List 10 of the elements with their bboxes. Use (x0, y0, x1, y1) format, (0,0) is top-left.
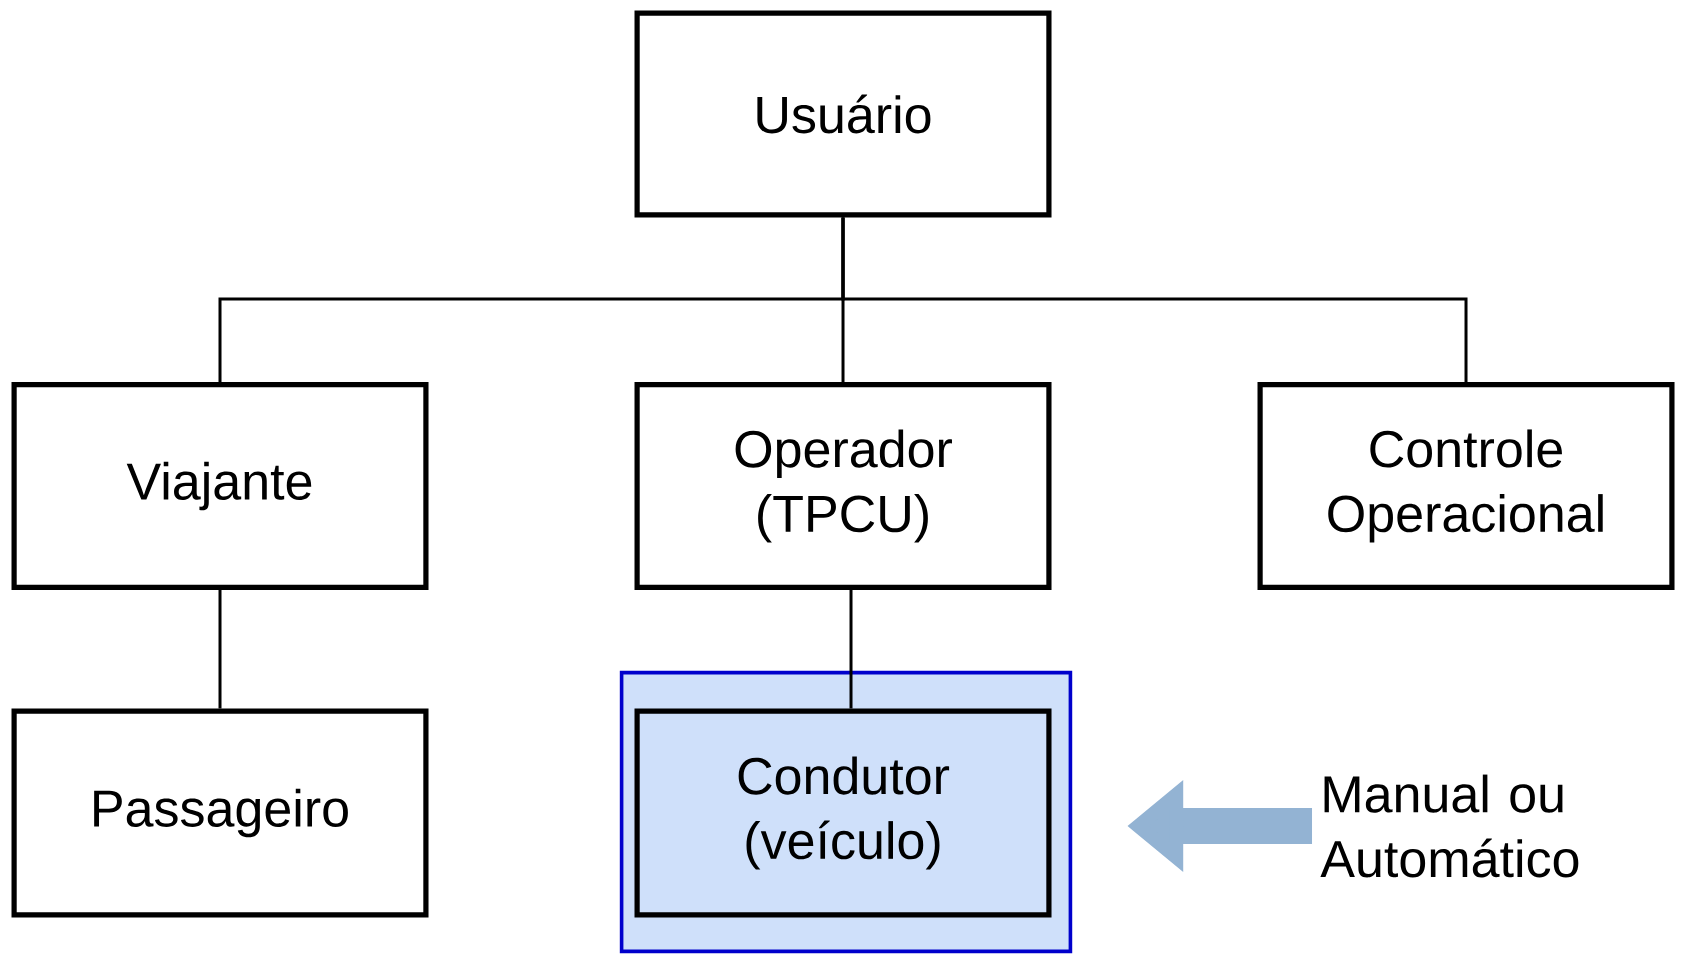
hierarchy-box: Viajante (11, 382, 429, 590)
hierarchy-box: Operador (TPCU) (634, 382, 1052, 590)
connector-line (218, 590, 222, 709)
annotation-text: Manual ou Automático (1320, 774, 1579, 878)
hierarchy-box: Controle Operacional (1257, 382, 1675, 590)
hierarchy-box: Condutor (veículo) (634, 708, 1052, 918)
hierarchy-box: Usuário (634, 10, 1052, 218)
hierarchy-box: Passageiro (11, 708, 429, 918)
connector-line (849, 590, 853, 709)
connector-line (841, 217, 1468, 382)
